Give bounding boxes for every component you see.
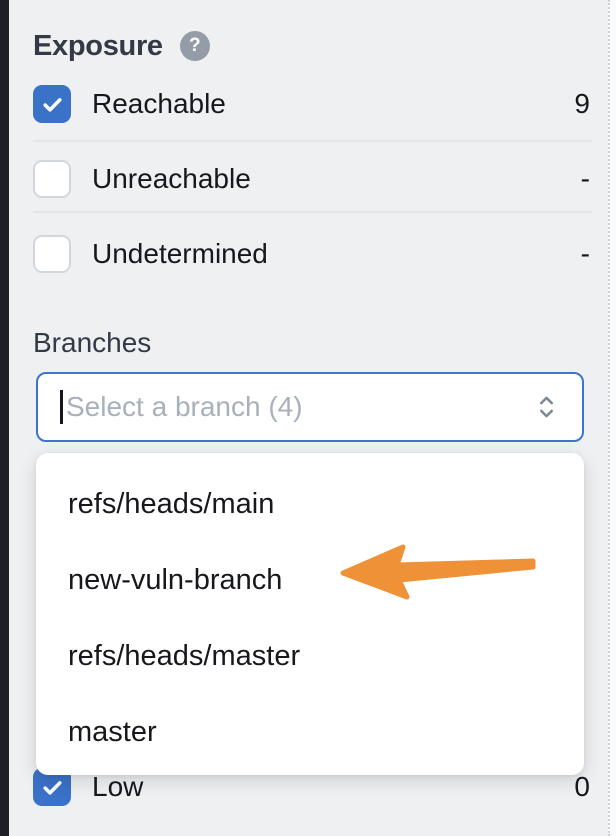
filter-count: -: [580, 163, 590, 194]
filter-label: Unreachable: [92, 163, 251, 194]
checkmark-icon: [42, 97, 62, 112]
filter-count: -: [580, 238, 590, 269]
branch-option-master[interactable]: master: [68, 715, 157, 748]
filter-row-unreachable: Unreachable -: [33, 160, 590, 198]
checkbox-unreachable[interactable]: [33, 160, 71, 198]
checkbox-reachable[interactable]: [33, 85, 71, 123]
checkbox-undetermined[interactable]: [33, 235, 71, 273]
window-edge-bar: [0, 0, 9, 836]
divider: [33, 211, 592, 213]
checkmark-icon: [42, 780, 62, 795]
branches-title: Branches: [33, 327, 152, 358]
filter-count: 9: [574, 88, 590, 119]
divider: [33, 140, 592, 142]
filter-count: 0: [574, 771, 590, 802]
chevron-up-down-icon[interactable]: [535, 394, 558, 421]
exposure-title: Exposure: [33, 29, 163, 62]
scroll-edge-dotted-line: [608, 0, 616, 836]
help-icon[interactable]: ?: [179, 31, 210, 61]
arrow-left-icon: [340, 544, 536, 600]
branch-option-main[interactable]: refs/heads/main: [68, 487, 275, 520]
branch-select-placeholder: Select a branch (4): [66, 391, 303, 422]
filter-row-undetermined: Undetermined -: [33, 235, 590, 273]
text-cursor: [60, 390, 63, 424]
branch-dropdown-panel: refs/heads/main new-vuln-branch refs/hea…: [36, 453, 584, 775]
filter-label: Low: [92, 771, 144, 802]
branch-option-refs-heads-master[interactable]: refs/heads/master: [68, 639, 301, 672]
filter-label: Undetermined: [92, 238, 268, 269]
filter-label: Reachable: [92, 88, 226, 119]
branch-option-new-vuln-branch[interactable]: new-vuln-branch: [68, 563, 283, 596]
filter-row-reachable: Reachable 9: [33, 85, 590, 123]
branch-select-input[interactable]: Select a branch (4): [36, 372, 584, 442]
exposure-section-header: Exposure ?: [33, 28, 210, 64]
